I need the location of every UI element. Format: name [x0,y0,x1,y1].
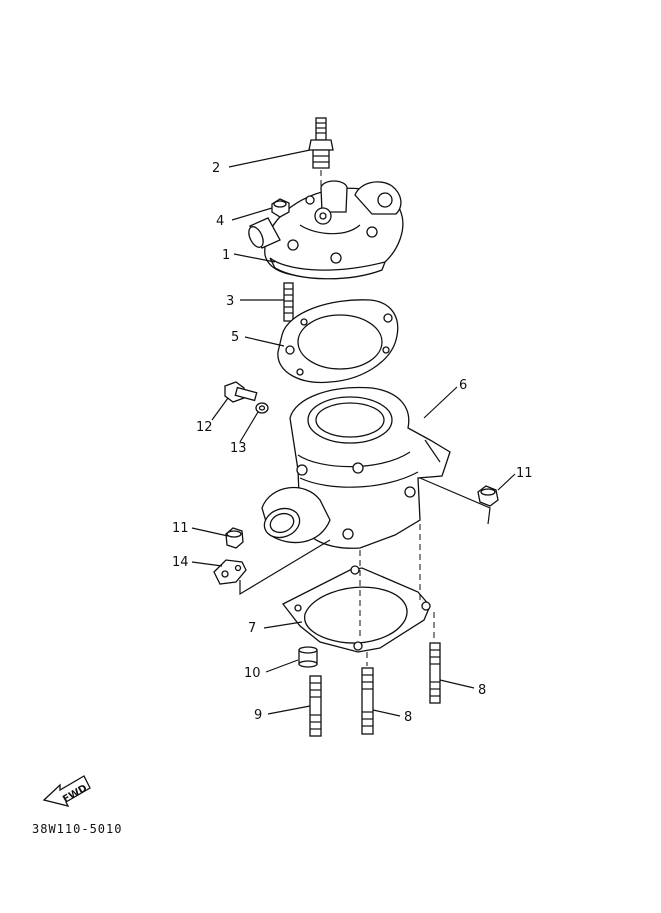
part-8-stud-right [429,642,441,704]
part-11-nut-right [477,485,499,507]
label-part-10: 10 [244,666,261,681]
label-part-3: 3 [226,294,234,309]
part-9-stud [309,675,322,737]
part-12-bolt [224,381,258,403]
part-5-head-gasket [277,299,399,384]
label-part-11-right: 11 [516,466,533,481]
label-part-8-right: 8 [478,683,486,698]
label-part-2: 2 [212,161,220,176]
part-14-bracket [213,559,247,585]
part-8-stud-center [361,667,374,735]
label-part-7: 7 [248,621,256,636]
label-part-14: 14 [172,555,189,570]
part-7-base-gasket [282,565,431,653]
part-6-cylinder [261,386,451,549]
label-part-9: 9 [254,708,262,723]
label-part-5: 5 [231,330,239,345]
label-part-11-left: 11 [172,521,189,536]
alignment-lines [239,477,491,666]
part-4-nut [271,198,290,218]
label-part-6: 6 [459,378,467,393]
part-10-dowel [298,646,318,668]
label-part-1: 1 [222,248,230,263]
label-part-12: 12 [196,420,213,435]
label-part-4: 4 [216,214,224,229]
part-13-washer [255,402,269,414]
diagram-code: 38W110-5010 [32,822,122,836]
leader-lines [191,149,516,717]
part-1-cylinder-head [248,180,404,280]
fwd-arrow: FWD [42,775,91,807]
label-part-8-center: 8 [404,710,412,725]
part-3-stud [283,282,294,322]
part-labels: 2 4 1 3 5 6 12 13 11 11 14 7 10 8 8 9 [172,161,533,725]
part-11-nut-left [225,527,244,549]
label-part-13: 13 [230,441,247,456]
